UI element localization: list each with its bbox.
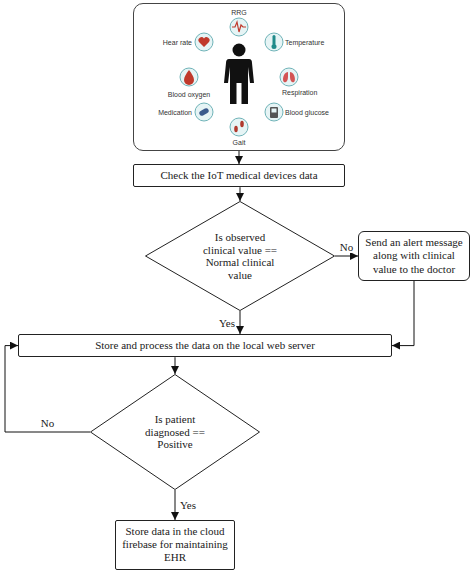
diamond-shape [91, 375, 260, 490]
heart-icon [195, 33, 213, 51]
icon-disc [265, 33, 283, 51]
pill [198, 107, 209, 116]
patient-illustration [133, 3, 345, 151]
icon-disc [230, 118, 248, 136]
icon-disc [180, 68, 198, 86]
decision-text: Is patient diagnosed == Positive [139, 413, 211, 451]
pill-icon [195, 103, 213, 121]
footprint-icon [230, 118, 248, 136]
sensor-label: Respiration [282, 89, 317, 96]
box-text: Check the IoT medical devices data [140, 169, 338, 182]
meter-body [270, 107, 278, 118]
thermometer-icon [265, 33, 283, 51]
flow-arrow [392, 281, 414, 346]
decision-diamond: Is patient diagnosed == Positive [90, 374, 260, 490]
footprint [240, 121, 244, 127]
decision-text: Is observed clinical value == Normal cli… [200, 231, 280, 282]
icon-disc [230, 18, 248, 36]
box-text: Store and process the data on the local … [25, 339, 385, 352]
ecg-icon [230, 18, 248, 36]
footprint [234, 126, 238, 132]
sensor-label: Medication [158, 109, 192, 116]
icon-disc [195, 33, 213, 51]
branch-label: No [40, 417, 55, 429]
icon-disc [195, 103, 213, 121]
flow-arrow [175, 490, 176, 520]
thermometer-stem [273, 35, 276, 45]
meter-screen [272, 109, 277, 113]
flow-arrow [240, 187, 241, 201]
person-head [233, 44, 246, 57]
sensor-panel: RRG TemperatureRespirationBlood glucoseGa… [133, 3, 345, 151]
sensor-label: Blood oxygen [168, 91, 210, 98]
branch-label: Yes [179, 499, 197, 511]
flow-arrow [175, 357, 176, 374]
blood-drop [184, 70, 194, 85]
flow-arrow [335, 256, 358, 257]
glucose-meter-icon [265, 103, 283, 121]
sensor-label: Blood glucose [285, 109, 329, 116]
branch-label: Yes [218, 316, 236, 328]
diamond-text-box: Is patient diagnosed == Positive [139, 413, 211, 451]
alert-box: Send an alert message along with clinica… [358, 231, 470, 281]
storage-box: Store data in the cloud firebase for mai… [115, 520, 235, 570]
decision-diamond: Is observed clinical value == Normal cli… [145, 201, 335, 311]
flow-arrow [5, 346, 90, 432]
thermometer-bulb [272, 44, 277, 49]
flow-arrow [240, 311, 241, 334]
sensor-label: Temperature [285, 39, 324, 46]
icon-disc [265, 103, 283, 121]
sensor-label: Gait [233, 139, 246, 146]
oxygen-drop-icon [180, 68, 198, 86]
heart [198, 37, 209, 47]
diamond-text-box: Is observed clinical value == Normal cli… [200, 231, 280, 282]
person-body [224, 59, 254, 104]
branch-label: No [339, 241, 354, 253]
sensor-label: Hear rate [163, 39, 192, 46]
flow-arrow [239, 151, 240, 164]
ecg-trace [232, 22, 246, 32]
process-box: Store and process the data on the local … [18, 334, 392, 357]
box-text: Send an alert message along with clinica… [365, 236, 463, 276]
diamond-shape [146, 202, 335, 311]
icon-disc [280, 68, 298, 86]
lungs [283, 72, 295, 82]
box-text: Store data in the cloud firebase for mai… [122, 525, 228, 565]
lungs-icon [280, 68, 298, 86]
process-box: Check the IoT medical devices data [133, 164, 345, 187]
sensor-label: RRG [231, 9, 247, 16]
